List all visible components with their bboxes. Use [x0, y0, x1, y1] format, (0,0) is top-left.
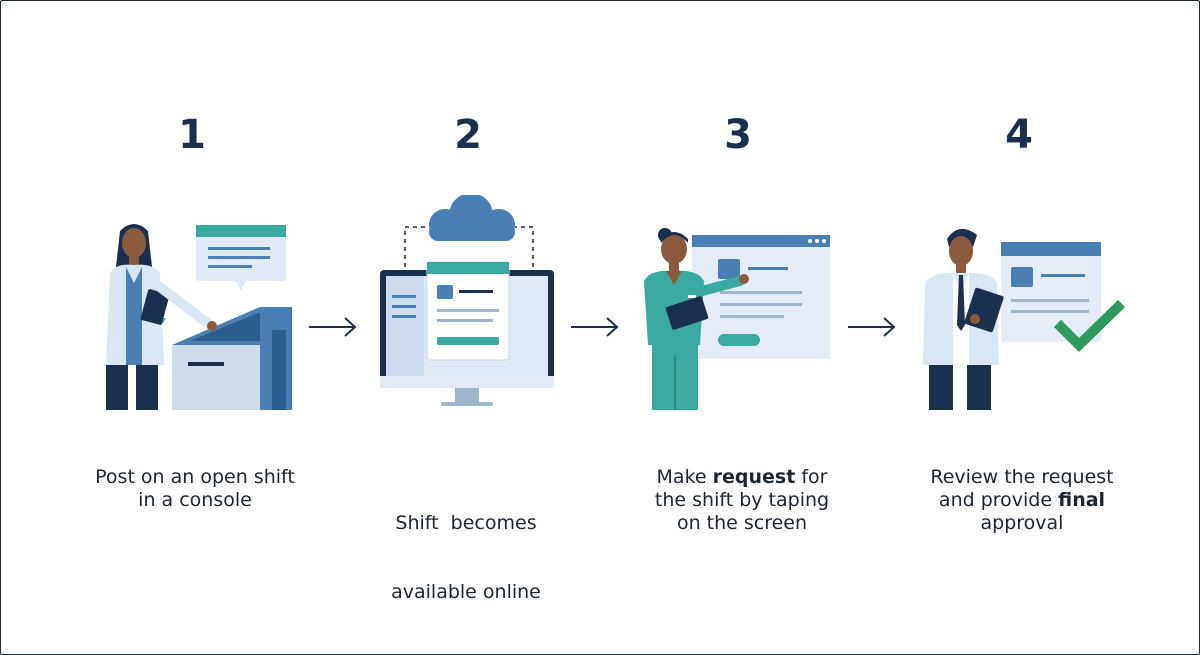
- arrow-right-icon: [571, 317, 619, 337]
- nurse-figure: [644, 228, 749, 410]
- step-1-caption-line: Post on an open shift: [95, 466, 295, 488]
- nurse-with-tablet-icon: [644, 228, 830, 410]
- speech-bubble-icon: [196, 225, 286, 291]
- manager-figure: [923, 228, 1004, 410]
- step-2-caption-line: available online: [391, 581, 541, 603]
- step-4-caption-line: approval: [980, 512, 1064, 534]
- doctor-figure: [106, 224, 217, 410]
- shift-card-icon: [426, 261, 510, 361]
- step-4-caption: Review the request and provide final app…: [892, 466, 1152, 535]
- cloud-monitor-icon: [380, 195, 554, 406]
- doctor-at-kiosk-icon: [106, 224, 292, 410]
- step-1-caption-line: in a console: [138, 489, 252, 511]
- step-4-caption-line: and provide final: [892, 489, 1152, 512]
- arrow-right-icon: [309, 317, 357, 337]
- step-4-caption-pre: and provide: [938, 489, 1059, 511]
- step-1-caption: Post on an open shift in a console: [65, 466, 325, 512]
- step-4-number: 4: [1005, 112, 1033, 158]
- step-3-caption-post: for: [795, 466, 828, 488]
- step-3-caption-line: Make request for: [612, 466, 872, 489]
- step-3-caption-bold: request: [712, 466, 796, 488]
- step-2-caption-line: Shift becomes: [395, 512, 537, 534]
- step-3-caption-line: the shift by taping: [654, 489, 830, 511]
- step-4-caption-bold: final: [1058, 489, 1106, 511]
- step-4-caption-line: Review the request: [930, 466, 1114, 488]
- step-3-number: 3: [724, 112, 752, 158]
- checkmark-icon: [1053, 299, 1126, 353]
- step-3-caption-pre: Make: [656, 466, 713, 488]
- step-2-caption: Shift becomes available online: [336, 466, 596, 627]
- step-1-number: 1: [178, 112, 206, 158]
- cloud-icon: [429, 195, 515, 241]
- app-window-icon: [692, 235, 830, 359]
- step-3-caption: Make request for the shift by taping on …: [612, 466, 872, 535]
- arrow-right-icon: [848, 317, 896, 337]
- manager-approval-icon: [923, 228, 1126, 410]
- step-2-number: 2: [454, 112, 482, 158]
- step-3-caption-line: on the screen: [676, 512, 808, 534]
- approval-card-icon: [1001, 242, 1101, 342]
